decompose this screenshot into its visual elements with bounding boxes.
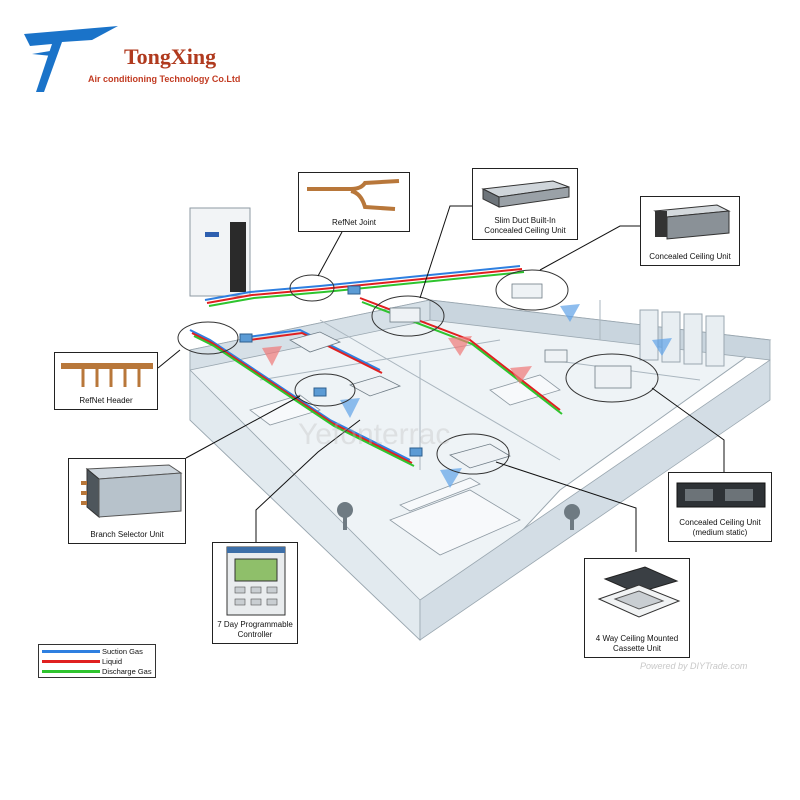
legend-swatch-liquid	[42, 660, 100, 663]
callout-branch-selector: Branch Selector Unit	[68, 458, 186, 544]
legend-swatch-discharge	[42, 670, 100, 673]
airflow-arrows	[262, 304, 672, 488]
tongxing-logo-icon	[24, 26, 118, 92]
refrigerant-pipes	[189, 265, 563, 467]
legend-item-discharge: Discharge Gas	[42, 667, 154, 676]
cassette-label: 4 Way Ceiling Mounted Cassette Unit	[595, 634, 679, 653]
controller-label: 7 Day Programmable Controller	[217, 620, 293, 639]
concealed-ceiling-unit-icon	[653, 204, 731, 240]
callout-controller: 7 Day Programmable Controller	[212, 542, 298, 644]
callout-concealed-ceiling: Concealed Ceiling Unit	[640, 196, 740, 266]
legend-label-liquid: Liquid	[102, 657, 123, 666]
callout-cassette: 4 Way Ceiling Mounted Cassette Unit	[584, 558, 690, 658]
slim-duct-label: Slim Duct Built-In Concealed Ceiling Uni…	[484, 216, 566, 235]
outdoor-unit	[189, 207, 251, 297]
callout-refnet-header: RefNet Header	[54, 352, 158, 410]
refnet-header-label: RefNet Header	[79, 396, 133, 405]
indoor-units	[288, 283, 632, 469]
brand-subtitle: Air conditioning Technology Co.Ltd	[88, 74, 241, 84]
concealed-medium-label: Concealed Ceiling Unit (medium static)	[679, 518, 761, 537]
legend-swatch-suction	[42, 650, 100, 653]
legend-item-suction: Suction Gas	[42, 647, 154, 656]
slim-duct-unit-icon	[481, 180, 570, 208]
concealed-medium-unit-icon	[676, 482, 766, 508]
legend-item-liquid: Liquid	[42, 657, 154, 666]
callout-circles	[177, 269, 659, 475]
brand-name: TongXing	[124, 44, 217, 69]
branch-selector-label: Branch Selector Unit	[90, 530, 164, 539]
branch-selector-boxes	[239, 285, 423, 457]
callout-slim-duct: Slim Duct Built-In Concealed Ceiling Uni…	[472, 168, 578, 240]
center-watermark: Yefonterrac	[298, 418, 451, 451]
refnet-header-icon	[61, 363, 153, 387]
legend-label-discharge: Discharge Gas	[102, 667, 152, 676]
refnet-joint-icon	[307, 179, 400, 211]
branch-selector-unit-icon	[81, 464, 183, 519]
plant-icons	[337, 502, 580, 530]
diytrade-watermark: Powered by DIYTrade.com	[640, 661, 748, 671]
callout-concealed-medium: Concealed Ceiling Unit (medium static)	[668, 472, 772, 542]
cassette-unit-icon	[597, 566, 681, 618]
callout-refnet-joint: RefNet Joint	[298, 172, 410, 232]
legend-label-suction: Suction Gas	[102, 647, 143, 656]
programmable-controller-icon	[226, 546, 286, 616]
concealed-ceiling-label: Concealed Ceiling Unit	[649, 252, 731, 261]
pipe-legend: Suction Gas Liquid Discharge Gas	[38, 644, 156, 678]
leader-lines	[157, 205, 725, 552]
refnet-joint-label: RefNet Joint	[331, 218, 377, 227]
